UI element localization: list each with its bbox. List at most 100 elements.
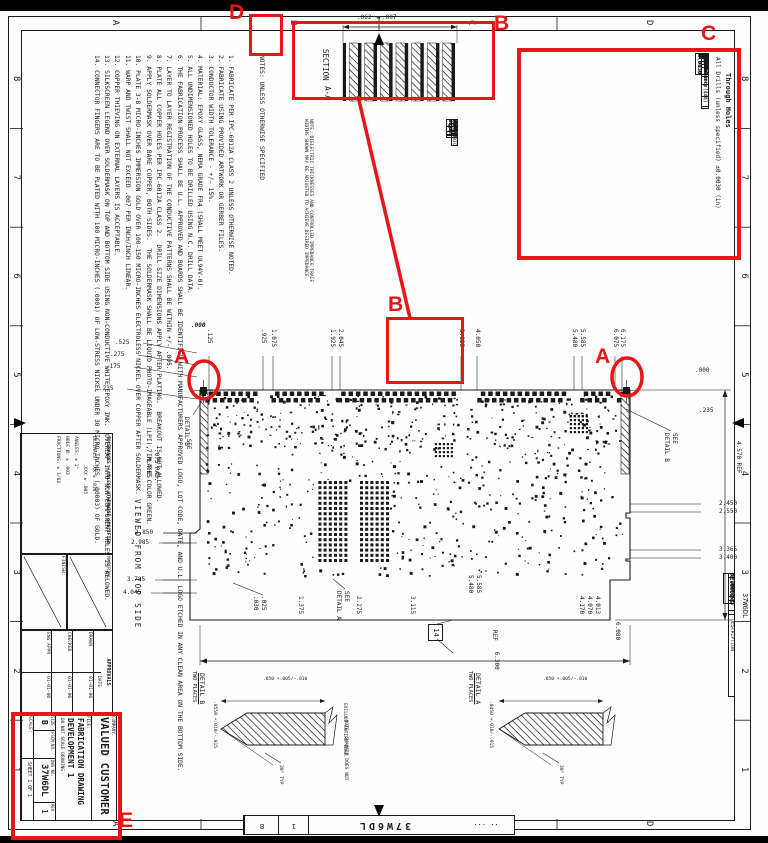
fab-note-item: 10. PLATE 3-8 MICRO-INCHES IMMERSION GOL…: [134, 55, 142, 495]
fab-note-item: 14. CONNECTOR FINGERS ARE TO BE PLATED W…: [92, 55, 100, 545]
fab-note-item: 6. THE FABRICATION PROCESS SHALL BE U.L.…: [175, 55, 183, 772]
dimension-label: 2.550: [719, 508, 738, 515]
drill-cell: 3: [701, 53, 709, 59]
letterbox-bottom: [0, 836, 768, 843]
dimension-label: 4.045: [123, 589, 142, 596]
dwg-label: DWG NO.: [50, 760, 55, 777]
fab-notes: NOTES: UNLESS OTHERWISE SPECIFIED 1. FAB…: [90, 55, 287, 772]
fab-note-item: 11. WARP AND TWIST SHALL NOT EXCEED .007…: [123, 55, 131, 291]
dimension-label: .235: [699, 407, 714, 414]
detail-b-angle: 30° TYP: [278, 765, 283, 785]
dimension-label: 6.080: [614, 622, 621, 641]
approval-row-label: ENG APPR: [45, 632, 50, 655]
tolerance-line: DECIMALS: .XX ± .010: [91, 436, 96, 492]
dimension-label: 3.825: [458, 329, 465, 348]
letterbox-top: [0, 0, 768, 11]
finish-cell: FINISH:: [20, 553, 68, 631]
fab-note-item: 12. COPPER THIEVING ON EXTERNAL LAYERS I…: [113, 55, 121, 256]
detail-a-title: DETAIL A: [474, 673, 482, 705]
margin-dots-cell: .. ...: [473, 822, 499, 830]
zone-label: 6: [11, 273, 21, 279]
section-label-2: SECTION: [321, 49, 330, 81]
dimension-label: 3.400: [719, 554, 738, 561]
dimension-label: .925: [260, 329, 267, 344]
dimension-label: 5.480: [571, 329, 578, 348]
zone-label: 5: [11, 372, 21, 378]
zone-label: 3: [11, 569, 21, 575]
dimension-label: 6.075: [612, 329, 619, 348]
zone-label: B: [288, 20, 298, 26]
sheet-label: SHEET 1 OF 1: [26, 762, 31, 797]
stackup-note: NOTE: DIELECTRIC THICKNESSES AND CONTROL…: [302, 119, 313, 283]
dimension-label: .275: [110, 351, 125, 358]
margin-mini-block: B 1 37W6DL .. ...: [243, 815, 515, 835]
margin-dwg-no-top: 37W6DL: [741, 593, 749, 619]
detail-a-dim-t: .050 +.005/-.010: [543, 677, 588, 682]
drill-chart-title: Through Holes: [724, 73, 732, 128]
fab-note-item: 1. FABRICATE PER IPC-6012A CLASS 2 UNLES…: [227, 55, 235, 275]
dwg-number: 37W6DL: [39, 764, 49, 797]
dimension-label: 2.275: [355, 596, 362, 615]
zone-label: 8: [739, 76, 749, 82]
dimension-label: .025: [260, 596, 267, 611]
company-label: COMPANY:: [111, 716, 116, 737]
see-detail-a-label-b: DETAIL A: [335, 591, 342, 620]
zone-label: A: [110, 20, 120, 26]
dimension-label: 2.850: [135, 529, 154, 536]
dimension-label: 2.450: [719, 500, 738, 507]
dimension-label: 3.365: [719, 546, 738, 553]
dimension-label: .235: [99, 385, 114, 392]
ref-length-label-2: REF: [491, 630, 498, 641]
approval-date-value: 01-01-06: [45, 676, 50, 699]
zone-label: D: [644, 20, 654, 26]
approvals-date-header: DATE: [96, 676, 101, 688]
file-line2: DEVELOPMENT 1: [66, 718, 75, 778]
dimension-label: 2.985: [131, 539, 150, 546]
approval-row-label: CHECKED: [66, 632, 71, 652]
zone-label: 6: [739, 273, 749, 279]
dimension-label: 3.115: [409, 596, 416, 615]
ref-width-label: 4.570 REF: [735, 441, 742, 474]
dimension-label: 4.070: [586, 596, 593, 615]
detail-b-dim-w: .0550 +.010/-.015: [212, 701, 217, 749]
revisions-col-header: APPROVED: [728, 573, 735, 615]
stackup-cell: -: [451, 119, 458, 124]
zone-label: 7: [739, 174, 749, 181]
file-line1: FABRICATION DRAWING: [76, 718, 85, 805]
tolerance-line: FRACTIONS: ± 1/64: [55, 436, 60, 484]
dimension-label: 5.585: [475, 575, 482, 594]
detail-b-title: DETAIL B: [198, 673, 206, 705]
rad-note: .075 RAD.: [153, 449, 160, 482]
see-detail-b-label-2b: DETAIL B: [663, 433, 670, 462]
fab-note-item: 8. PLATE ALL COPPER HOLES PER IPC-6012A …: [154, 55, 162, 503]
detail-b-sub: TWO PLACES: [191, 671, 197, 703]
company-name: VALUED CUSTOMER: [98, 717, 109, 816]
dimension-label: 4.013: [594, 596, 601, 615]
rad-note-b: 7 PLACES: [145, 449, 152, 478]
dimension-label: .030: [252, 596, 259, 611]
zone-label: 4: [739, 470, 749, 477]
revisions-cell: [733, 573, 735, 575]
dimension-label: .000: [695, 367, 710, 374]
tolerance-line: HOLE Ø: ± .003: [64, 436, 69, 475]
fab-note-item: 3. CONDUCTOR WIDTH TOLERANCE - +/- 15%.: [206, 55, 214, 203]
approval-date-value: 01-01-06: [66, 676, 71, 699]
zone-label: 1: [11, 766, 21, 773]
approval-row-label: DRAWN: [87, 632, 92, 646]
zone-label: 1: [739, 766, 749, 773]
rev-value: 1: [40, 809, 49, 814]
fab-note-item: 2. FABRICATE USING PROVIDED ARTWORK OR G…: [216, 55, 224, 253]
tolerance-header: TOLERANCES - UNLESS OTHERWISE SPECIFIED: [105, 436, 110, 544]
dimension-label: 5.585: [579, 329, 586, 348]
drawing-sheet: NOTES: UNLESS OTHERWISE SPECIFIED 1. FAB…: [5, 13, 753, 833]
dimension-label: 4.050: [474, 329, 481, 348]
dimension-label: 1.075: [270, 329, 277, 348]
detail-b-note-2: EXCLUDE ENTIRE EDGE.: [342, 703, 347, 759]
dimension-label: 4.170: [578, 596, 585, 615]
zone-label: 5: [739, 372, 749, 378]
zone-label: 4: [11, 470, 21, 477]
size-value: B: [40, 720, 49, 725]
zone-label: D: [644, 821, 654, 827]
fab-note-item: 13. SILKSCREEN LEGEND OVER SOLDERMASK ON…: [103, 55, 111, 601]
